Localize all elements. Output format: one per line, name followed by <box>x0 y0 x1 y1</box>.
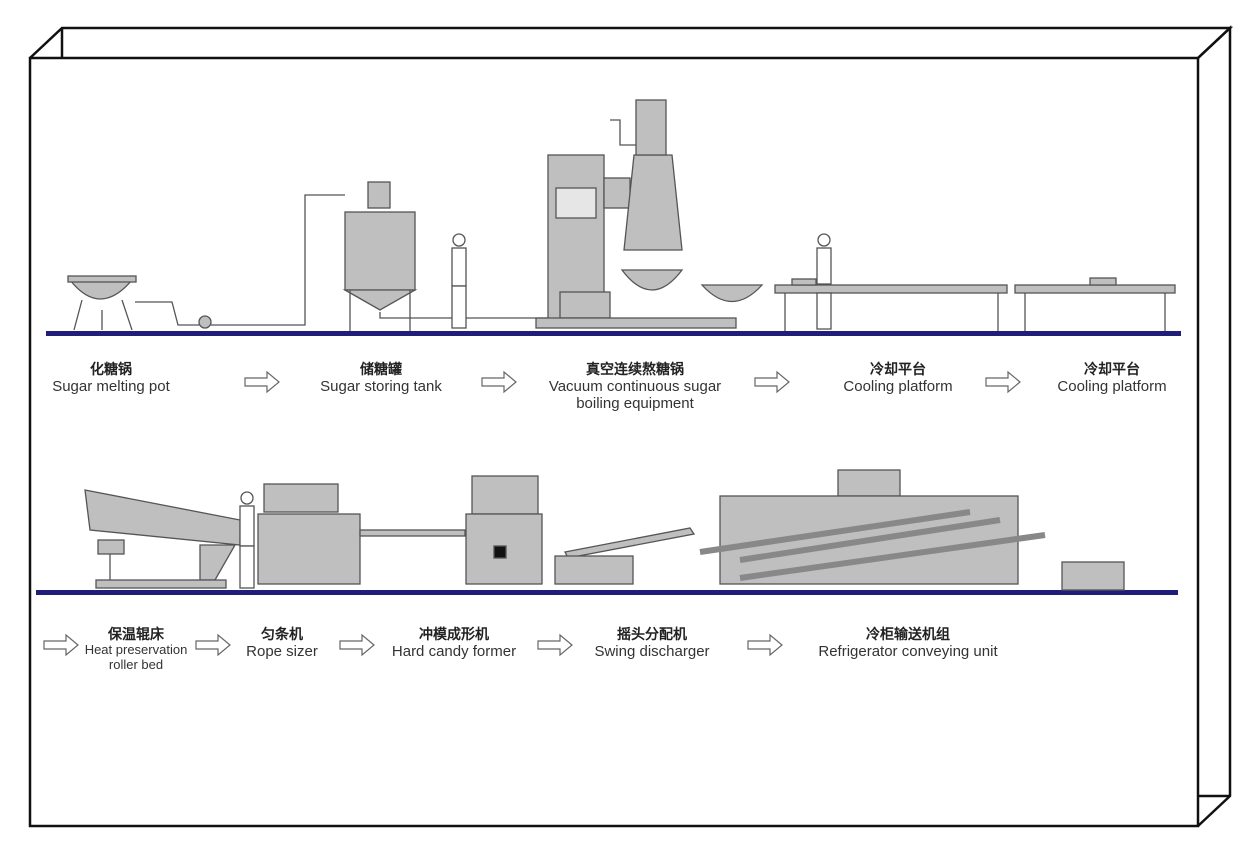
flow-arrow <box>481 370 517 394</box>
cooling-platform-machine-1 <box>774 278 1008 331</box>
cooling-platform-machine-2 <box>1014 277 1176 331</box>
label-heat-preservation-roller-bed: 保温辊床 Heat preservation roller bed <box>80 627 192 673</box>
floor-line-2 <box>36 590 1178 595</box>
output-box <box>1061 561 1125 591</box>
label-en: Swing discharger <box>594 643 710 661</box>
label-vacuum-boiling-equipment: 真空连续熬糖锅 Vacuum continuous sugar boiling … <box>528 362 742 413</box>
label-en: Refrigerator conveying unit <box>818 643 998 661</box>
worker-figure <box>816 233 832 330</box>
label-zh: 化糖锅 <box>90 362 132 378</box>
label-zh: 冷却平台 <box>870 362 926 378</box>
rope-sizer-machine <box>257 483 361 585</box>
label-zh: 匀条机 <box>261 627 303 643</box>
flow-arrow <box>195 633 231 657</box>
worker-figure <box>239 491 255 589</box>
label-zh: 储糖罐 <box>360 362 402 378</box>
label-sugar-melting-pot: 化糖锅 Sugar melting pot <box>40 362 182 395</box>
label-hard-candy-former: 冲模成形机 Hard candy former <box>376 627 532 660</box>
flow-arrow <box>339 633 375 657</box>
label-zh: 冷柜输送机组 <box>866 627 950 643</box>
label-en: Cooling platform <box>843 378 953 396</box>
heat-preservation-roller-bed-machine <box>84 489 241 589</box>
label-en: Sugar melting pot <box>52 378 170 396</box>
sugar-storing-tank-machine <box>342 181 418 331</box>
label-en-line2: boiling equipment <box>576 395 694 413</box>
label-en: Cooling platform <box>1057 378 1167 396</box>
label-en: Hard candy former <box>391 643 517 661</box>
label-cooling-platform-2: 冷却平台 Cooling platform <box>1042 362 1182 395</box>
label-sugar-storing-tank: 储糖罐 Sugar storing tank <box>300 362 462 395</box>
floor-line-1 <box>46 331 1181 336</box>
label-refrigerator-conveying-unit: 冷柜输送机组 Refrigerator conveying unit <box>796 627 1020 660</box>
refrigerator-conveying-unit-machine <box>699 469 1046 585</box>
label-en: Sugar storing tank <box>320 378 442 396</box>
flow-arrow <box>244 370 280 394</box>
box-frame <box>28 25 1234 828</box>
flow-arrow <box>747 633 783 657</box>
label-rope-sizer: 匀条机 Rope sizer <box>232 627 332 660</box>
pipe <box>379 312 548 319</box>
sugar-melting-pot-machine <box>67 275 137 331</box>
label-en: Heat preservation <box>84 642 188 658</box>
pipe <box>135 194 345 326</box>
label-zh: 冷却平台 <box>1084 362 1140 378</box>
flow-arrow <box>754 370 790 394</box>
vacuum-boiling-equipment-machine <box>535 99 764 329</box>
label-zh: 摇头分配机 <box>617 627 687 643</box>
label-zh: 真空连续熬糖锅 <box>586 362 684 378</box>
flow-arrow <box>43 633 79 657</box>
label-cooling-platform-1: 冷却平台 Cooling platform <box>828 362 968 395</box>
swing-discharger-machine <box>554 527 696 585</box>
label-swing-discharger: 摇头分配机 Swing discharger <box>578 627 726 660</box>
hard-candy-former-machine <box>465 475 543 585</box>
label-en-line2: roller bed <box>108 657 164 673</box>
worker-figure <box>451 233 467 329</box>
label-zh: 保温辊床 <box>108 627 164 643</box>
label-en: Vacuum continuous sugar <box>548 378 722 396</box>
label-zh: 冲模成形机 <box>419 627 489 643</box>
label-en: Rope sizer <box>246 643 318 661</box>
flow-arrow <box>537 633 573 657</box>
flow-arrow <box>985 370 1021 394</box>
flow-arrows <box>43 370 1021 657</box>
